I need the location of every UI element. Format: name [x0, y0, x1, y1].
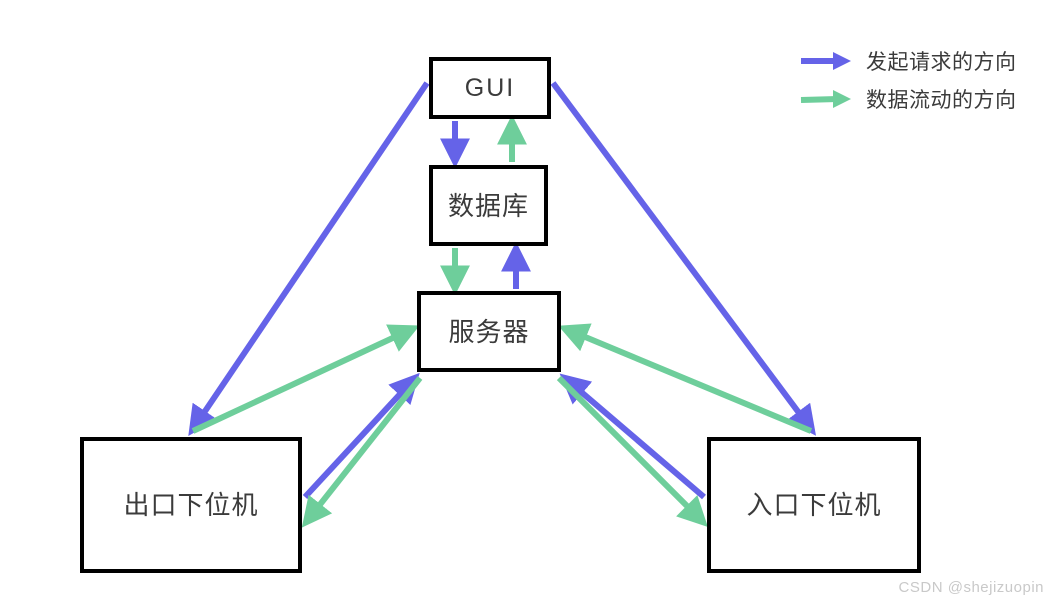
- node-gui-label: GUI: [464, 73, 516, 102]
- csdn-watermark: CSDN @shejizuopin: [898, 579, 1044, 596]
- node-exit-terminal-label: 出口下位机: [123, 490, 259, 520]
- node-entry-terminal[interactable]: 入口下位机: [707, 437, 921, 573]
- edge-exit-terminal-to-server-data: [191, 324, 420, 434]
- edge-server-to-entry-terminal: [556, 375, 708, 527]
- edge-server-to-exit-terminal: [301, 376, 423, 528]
- edge-exit-terminal-to-server-request: [302, 372, 420, 500]
- edge-gui-to-entry-terminal: [550, 81, 817, 436]
- legend-label-request: 发起请求的方向: [866, 51, 1017, 74]
- legend-item-data: 数据流动的方向: [800, 80, 1040, 118]
- data-arrow-icon: [800, 89, 852, 109]
- legend: 发起请求的方向 数据流动的方向: [800, 42, 1040, 118]
- node-database-label: 数据库: [447, 190, 529, 221]
- edge-entry-terminal-to-server-data: [558, 323, 813, 434]
- request-arrow-icon: [800, 51, 852, 71]
- node-gui[interactable]: GUI: [429, 57, 551, 119]
- node-entry-terminal-label: 入口下位机: [746, 490, 882, 520]
- node-server[interactable]: 服务器: [417, 291, 561, 372]
- node-server-label: 服务器: [448, 316, 530, 347]
- node-exit-terminal[interactable]: 出口下位机: [80, 437, 302, 573]
- edge-gui-to-exit-terminal: [188, 81, 430, 436]
- node-database[interactable]: 数据库: [429, 165, 548, 246]
- legend-item-request: 发起请求的方向: [800, 42, 1040, 80]
- legend-label-data: 数据流动的方向: [866, 89, 1017, 112]
- edge-entry-terminal-to-server-request: [559, 373, 706, 500]
